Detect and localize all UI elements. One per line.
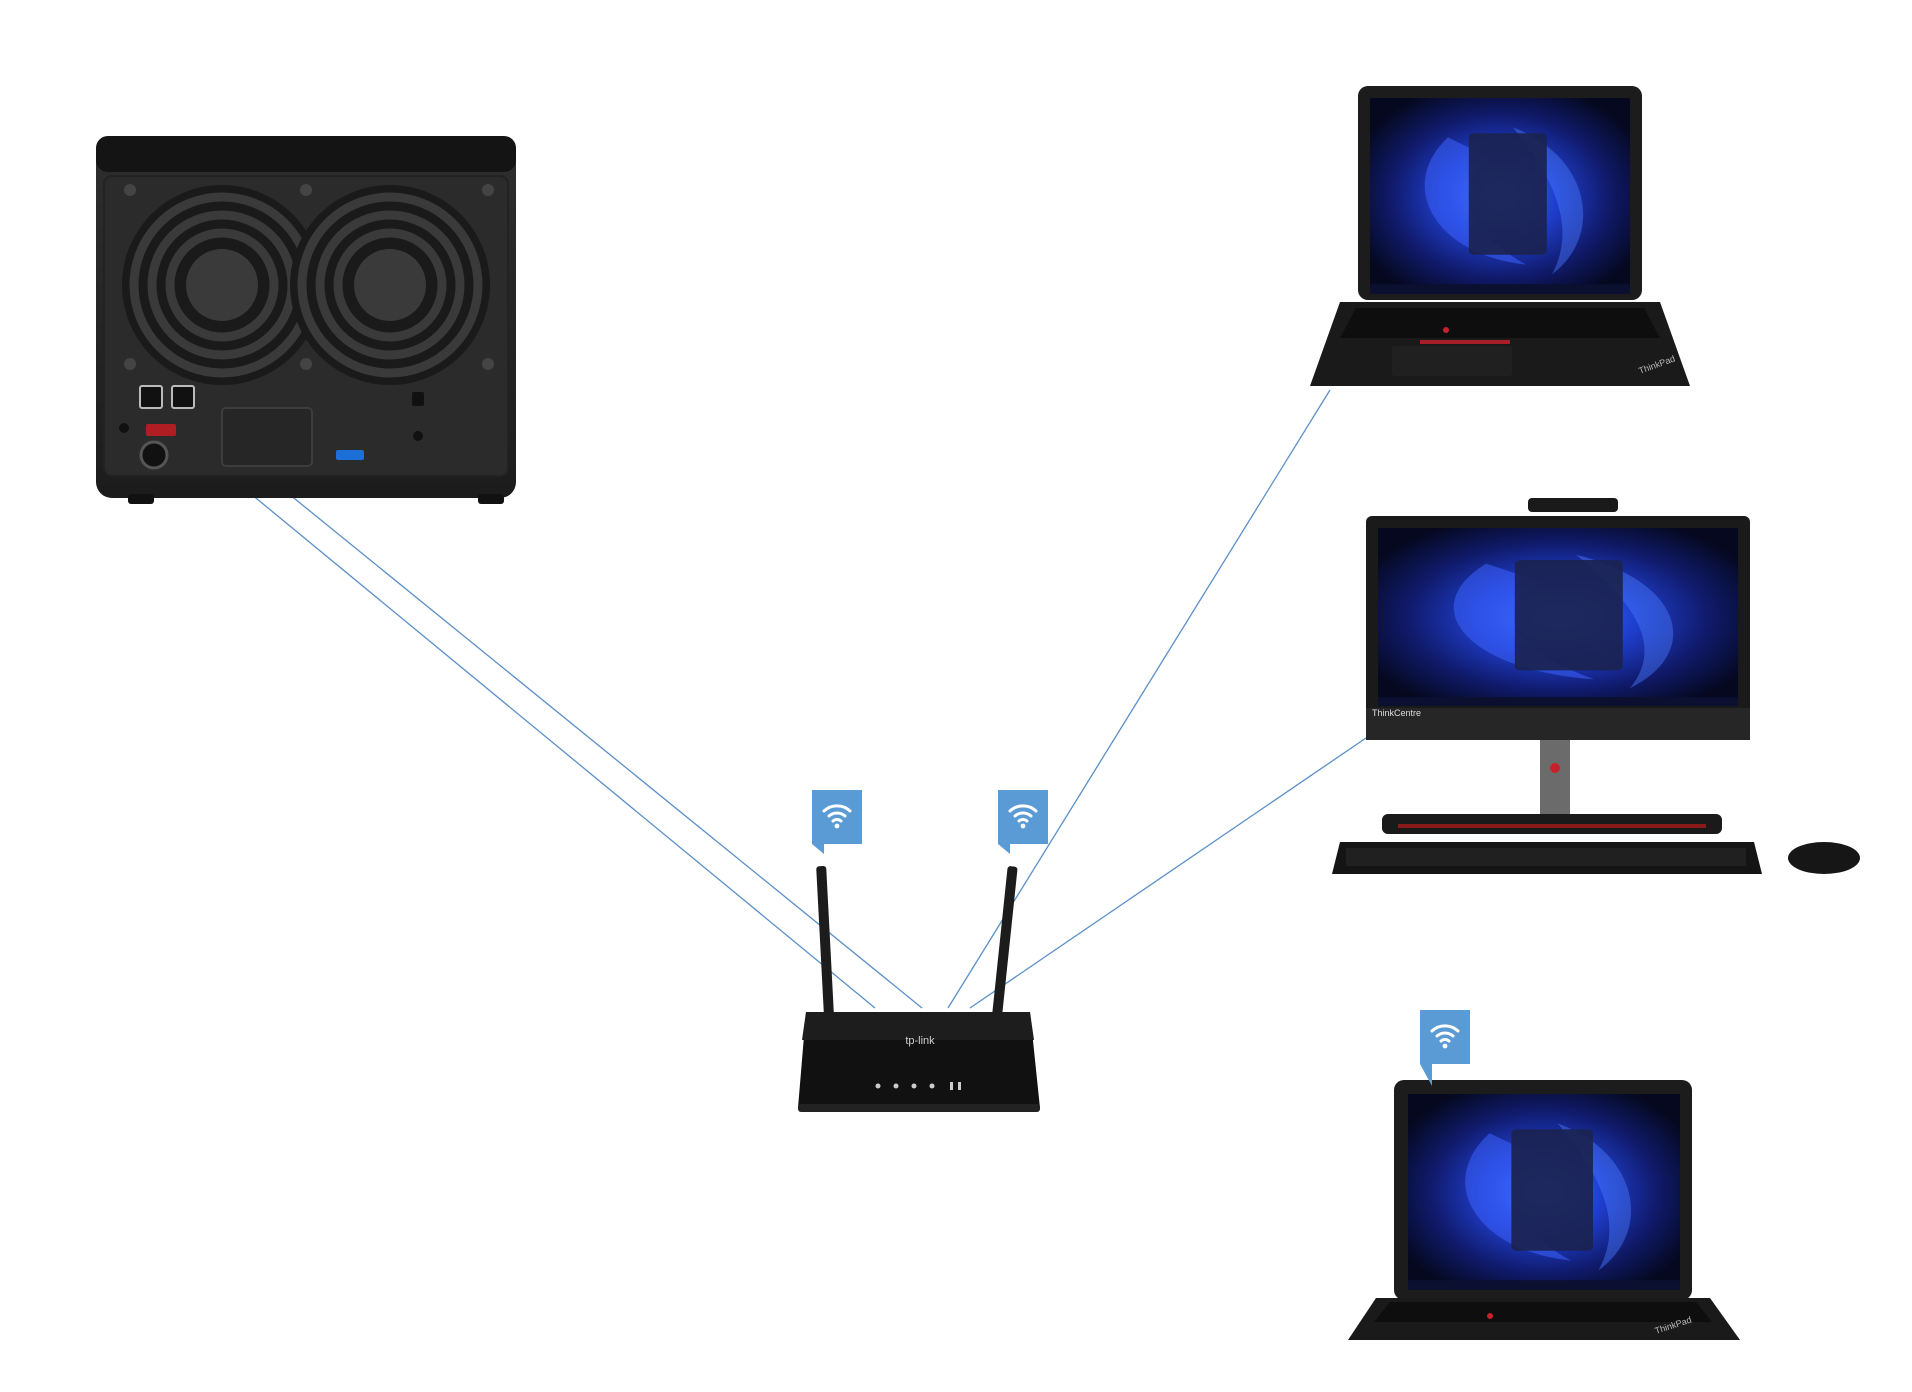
cable-desktop-router <box>969 737 1367 1009</box>
cable-nas-router-2 <box>182 407 923 1009</box>
laptop-icon: ThinkPad <box>1310 86 1690 386</box>
wifi-badge-router-right <box>998 790 1048 854</box>
router-icon: tp-link <box>798 865 1040 1112</box>
nas-fan-left <box>122 185 322 385</box>
nas-icon <box>96 136 516 504</box>
nas-lan-port-2 <box>171 385 195 409</box>
connection-cables <box>142 389 1367 1009</box>
router-brand: tp-link <box>905 1035 935 1047</box>
nas-lan-port-1 <box>139 385 163 409</box>
cable-nas-router-1 <box>142 404 876 1009</box>
desktop-brand: ThinkCentre <box>1372 708 1421 718</box>
desktop-icon: ThinkCentre <box>1332 498 1860 874</box>
wifi-badge-laptop-bottom <box>1420 1010 1470 1086</box>
laptop-icon: ThinkPad <box>1348 1080 1740 1340</box>
mouse-icon <box>1788 842 1860 874</box>
wifi-badge-router-left <box>812 790 862 854</box>
nas-fan-right <box>290 185 490 385</box>
